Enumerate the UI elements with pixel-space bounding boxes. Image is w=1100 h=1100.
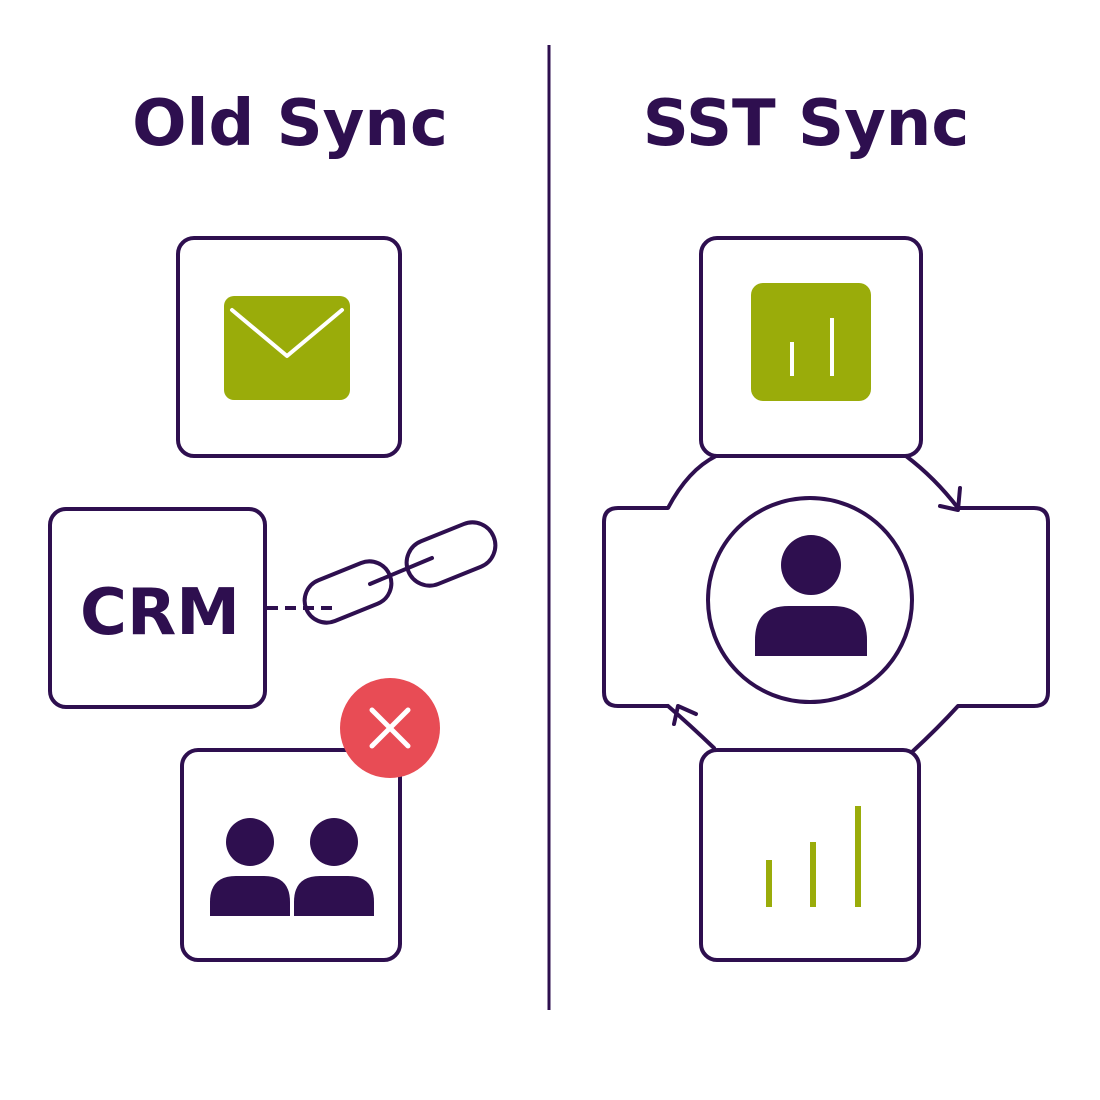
user-icon <box>755 535 867 656</box>
sync-hub-frame <box>602 454 1050 754</box>
sst-sync-panel: SST Sync <box>602 87 1050 962</box>
old-sync-panel: Old Sync CRM <box>48 87 498 962</box>
email-card <box>176 236 402 458</box>
team-card <box>180 748 402 962</box>
team-card-frame <box>180 748 402 962</box>
user-hub <box>706 496 914 704</box>
envelope-icon <box>224 296 350 400</box>
crm-card-frame <box>48 507 267 709</box>
bar-chart-icon <box>751 283 871 401</box>
error-x-icon <box>340 678 440 778</box>
user-hub-ring <box>706 496 914 704</box>
user-group-icon <box>210 818 374 916</box>
crm-card: CRM <box>48 507 267 709</box>
crm-label: CRM <box>80 576 240 650</box>
broken-chain-link-icon <box>267 520 498 625</box>
analytics-card-bottom <box>699 748 921 962</box>
bar-chart-icon <box>766 806 861 907</box>
sst-sync-title: SST Sync <box>643 87 970 161</box>
old-sync-title: Old Sync <box>132 87 448 161</box>
cycle-arrow-icon <box>672 486 962 726</box>
analytics-card-top <box>699 236 923 458</box>
